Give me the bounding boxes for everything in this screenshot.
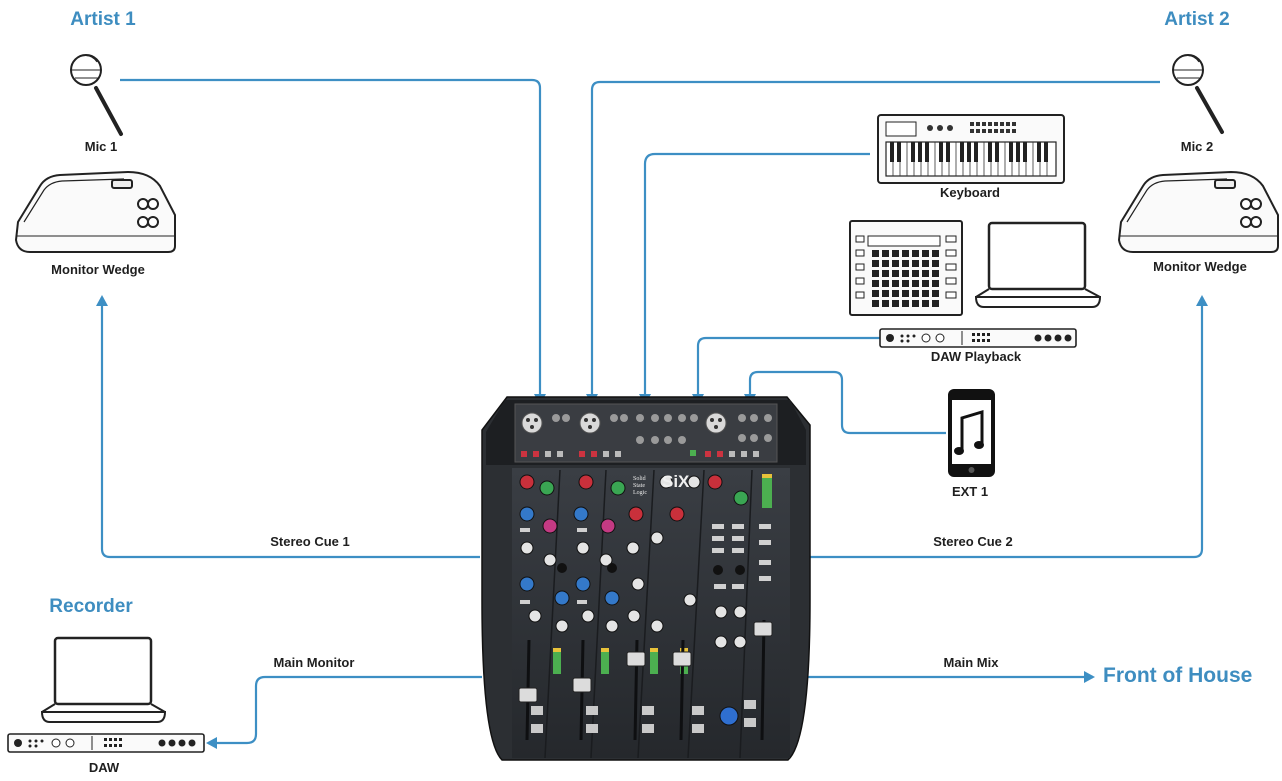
mic1-line	[120, 78, 546, 405]
brand-line-3: Logic	[633, 490, 647, 496]
mixing-console-icon	[481, 396, 811, 761]
daw-label: DAW	[88, 760, 120, 775]
stereo-cue-1-label: Stereo Cue 1	[270, 534, 350, 549]
stereo-cue-1-line	[96, 295, 480, 559]
recorder-heading: Recorder	[49, 596, 133, 617]
stereo-cue-2-line	[810, 295, 1208, 559]
console-brand: Solid State Logic	[633, 476, 657, 497]
monitor-wedge-left-icon	[14, 170, 176, 253]
daw-playback-interface-icon	[879, 328, 1077, 348]
mic2-line	[586, 80, 1160, 405]
stereo-cue-2-label: Stereo Cue 2	[933, 534, 1013, 549]
daw-interface-icon	[7, 733, 205, 753]
mic1-label: Mic 1	[84, 139, 118, 154]
main-mix-label: Main Mix	[943, 655, 999, 670]
monitor-wedge-right-icon	[1117, 170, 1279, 253]
music-note-icon	[954, 409, 984, 455]
artist2-heading: Artist 2	[1164, 9, 1230, 30]
recorder-laptop-icon	[40, 636, 167, 723]
mic1-icon	[70, 54, 123, 136]
main-monitor-label: Main Monitor	[273, 655, 355, 670]
keyboard-label: Keyboard	[940, 185, 1000, 200]
connection-lines	[96, 78, 1208, 749]
front-of-house-heading: Front of House	[1103, 664, 1253, 687]
ext1-line	[744, 370, 946, 435]
artist1-heading: Artist 1	[70, 9, 136, 30]
keyboard-icon	[877, 114, 1065, 184]
brand-line-1: Solid	[633, 476, 646, 482]
laptop-icon	[974, 221, 1102, 308]
mic2-label: Mic 2	[1180, 139, 1214, 154]
daw-playback-label: DAW Playback	[930, 349, 1022, 364]
pad-controller-icon	[849, 220, 963, 316]
phone-icon	[948, 389, 995, 477]
main-monitor-line	[206, 675, 482, 749]
keyboard-line	[639, 152, 870, 405]
console-model: SiX	[662, 472, 690, 491]
daw-playback-line	[692, 336, 880, 405]
brand-line-2: State	[633, 483, 645, 489]
ext1-label: EXT 1	[951, 484, 989, 499]
monitor-wedge-right-label: Monitor Wedge	[1153, 259, 1247, 274]
mic2-icon	[1172, 54, 1224, 134]
monitor-wedge-left-label: Monitor Wedge	[51, 262, 145, 277]
